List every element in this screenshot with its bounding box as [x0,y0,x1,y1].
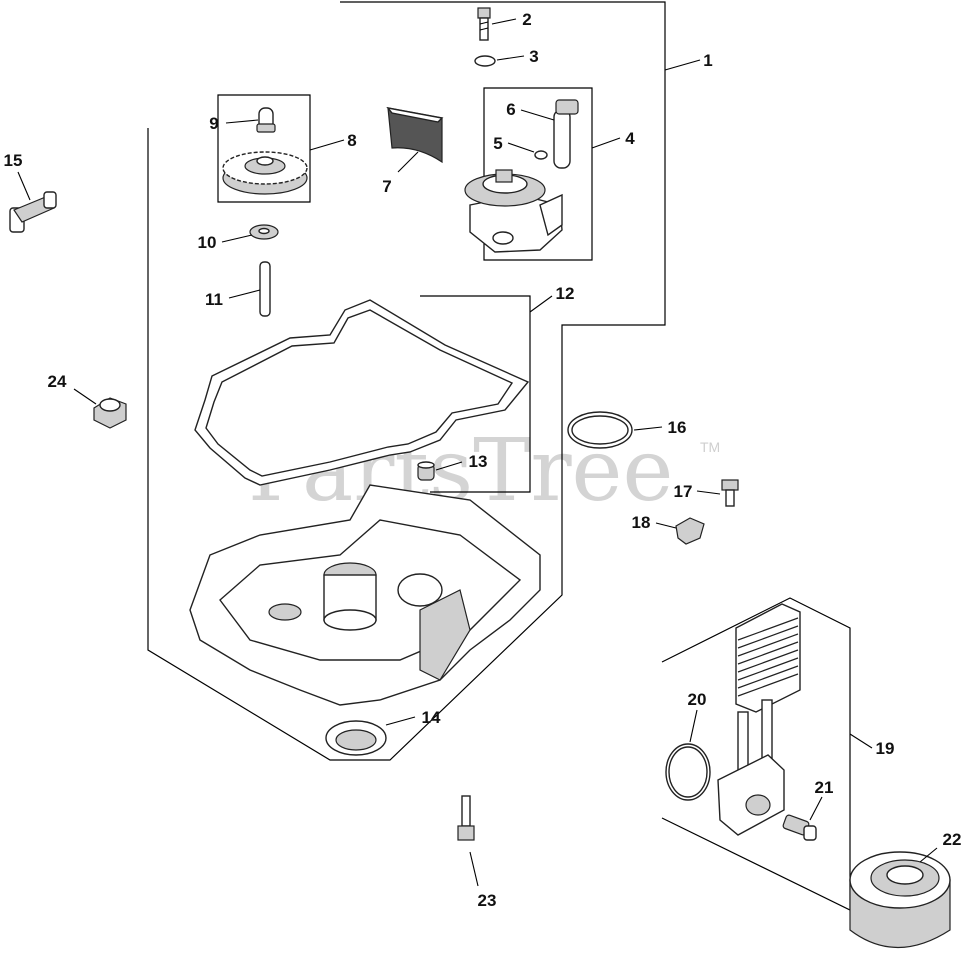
part-23-bolt [457,795,475,841]
callout-19: 19 [876,739,895,758]
part-19-oil-cooler [717,603,801,836]
part-24-drain-plug [93,397,127,429]
callout-24: 24 [48,372,67,391]
callout-labels: 2 3 1 4 5 6 7 8 9 10 11 12 13 14 15 16 1… [4,10,962,910]
part-20-o-ring [665,743,711,801]
callout-17: 17 [674,482,693,501]
part-21-fitting [782,814,817,841]
leader-lines [17,18,938,887]
callout-5: 5 [493,134,502,153]
group-outline-1 [147,1,666,761]
part-10-retaining-washer [249,224,279,240]
part-4-oil-pump [464,169,563,253]
part-22-oil-filter [849,851,951,948]
callout-16: 16 [668,418,687,437]
callout-2: 2 [522,10,531,29]
part-15-fitting [9,191,57,233]
part-3-washer [474,55,496,67]
part-14-oil-seal [325,720,387,756]
callout-18: 18 [632,513,651,532]
callout-23: 23 [478,891,497,910]
watermark-trademark: TM [700,439,720,455]
part-12-gasket [194,299,530,486]
group-outline-8 [217,94,311,203]
part-13-dowel [417,461,435,481]
callout-21: 21 [815,778,834,797]
part-17-bolt [721,479,739,507]
callout-3: 3 [529,47,538,66]
callout-8: 8 [347,131,356,150]
callout-15: 15 [4,151,23,170]
callout-14: 14 [422,708,441,727]
part-18-clip-nut [675,517,705,545]
callout-22: 22 [943,830,962,849]
callout-11: 11 [205,290,223,309]
part-7-bearing-shell [386,106,444,164]
callout-4: 4 [625,129,635,148]
part-16-o-ring [567,411,633,449]
part-9-pin [256,107,276,133]
part-8-gear [222,151,308,195]
callout-6: 6 [506,100,515,119]
callout-13: 13 [469,452,488,471]
oil-pan-body [189,484,541,706]
group-outline-12 [420,295,531,493]
callout-20: 20 [688,690,707,709]
part-11-shaft [259,261,271,317]
callout-7: 7 [382,177,391,196]
part-5-o-ring [534,150,548,160]
part-2-bolt [477,7,491,41]
callout-10: 10 [198,233,217,252]
callout-9: 9 [209,114,218,133]
callout-12: 12 [556,284,575,303]
callout-1: 1 [703,51,712,70]
part-6-oil-pickup [553,99,579,169]
group-outline-19 [661,597,851,911]
